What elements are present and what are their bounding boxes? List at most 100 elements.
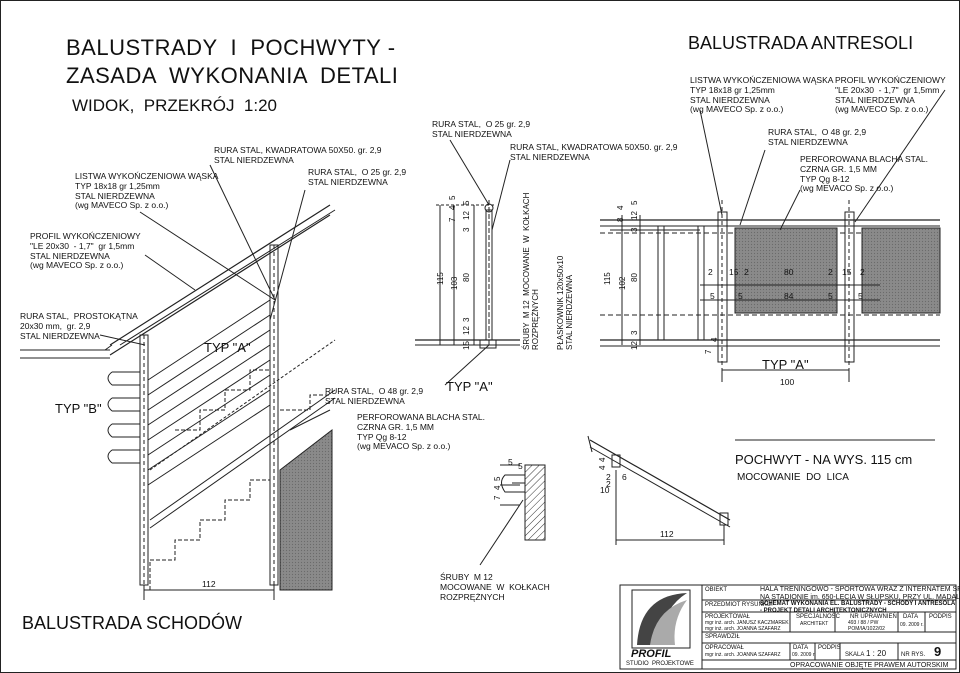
dim-p4: 4: [493, 485, 502, 490]
dim-12b-center: 12: [462, 211, 471, 220]
pochwyt-title: POCHWYT - NA WYS. 115 cm: [735, 452, 913, 467]
tb-nr-uprawnien-label: NR UPRAWNIEŃ: [850, 614, 897, 620]
dim-103: 103: [450, 276, 459, 290]
dim-80-center: 80: [462, 273, 471, 282]
label-rura-o25-a: RURA STAL, O 25 gr. 2,9 STAL NIERDZEWNA: [432, 119, 531, 139]
label-rura-o48-a: RURA STAL, O 48 gr. 2,9 STAL NIERDZEWNA: [325, 386, 424, 406]
tb-projektowal-label: PROJEKTOWAŁ: [705, 614, 751, 620]
dim-15-center: 15: [462, 341, 471, 350]
dim-12-center: 12: [462, 326, 471, 335]
label-listwa-right: LISTWA WYKOŃCZENIOWA WĄSKA TYP 18x18 gr …: [690, 75, 834, 115]
main-title-line2: ZASADA WYKONANIA DETALI: [66, 63, 399, 88]
dim-p5a: 5: [508, 457, 513, 467]
dim-r2d: 2: [860, 267, 865, 277]
tb-przedmiot-value: SCHEMAT WYKONANIA EL. BALUSTRADY - SCHOD…: [760, 601, 956, 614]
dim-q4a: 4: [598, 465, 607, 470]
dim-r84: 84: [784, 291, 794, 301]
dim-5b-center: 5: [462, 200, 471, 205]
dim-3-center: 3: [462, 317, 471, 322]
label-sruby-vertical: ŚRUBY M 12 MOCOWANE W KOŁKACH ROZPRĘŻNYC…: [522, 192, 540, 350]
tb-data-label: DATA: [903, 614, 919, 620]
label-perforowana-b: PERFOROWANA BLACHA STAL. CZRNA GR. 1,5 M…: [800, 154, 929, 194]
tb-data-value: 09. 2009 r.: [900, 622, 924, 628]
tb-opracowal-label: OPRACOWAŁ: [705, 645, 744, 651]
dim-r80: 80: [784, 267, 794, 277]
dim-5c-right: 5: [630, 200, 639, 205]
typ-b-label: TYP "B": [55, 401, 102, 416]
dim-8-right: 8: [616, 217, 625, 222]
dim-r7: 7: [704, 349, 713, 354]
tb-specjalnosc-value: ARCHITEKT: [800, 621, 829, 627]
label-profil-right: PROFIL WYKOŃCZENIOWY "LE 20x30 - 1,7" gr…: [835, 75, 946, 115]
dim-r100: 100: [780, 377, 795, 387]
tb-sprawdzil-label: SPRAWDZIŁ: [705, 634, 740, 640]
dim-r5c: 5: [828, 291, 833, 301]
tb-specjalnosc-label: SPECJALNOŚĆ: [796, 614, 841, 620]
label-profil-left: PROFIL WYKOŃCZENIOWY "LE 20x30 - 1,7" gr…: [30, 231, 141, 271]
mocowanie-label: MOCOWANIE DO LICA: [737, 472, 849, 483]
tb-copyright: OPRACOWANIE OBJĘTE PRAWEM AUTORSKIM: [790, 662, 949, 669]
dim-5-center: 5: [448, 195, 457, 200]
tb-data2-value: 09. 2009 r.: [792, 652, 816, 658]
dim-p7: 7: [493, 495, 502, 500]
dim-r5d: 5: [858, 291, 863, 301]
profil-logo-icon: [631, 589, 691, 649]
dim-r15b: 15: [842, 267, 852, 277]
label-rura-kwadratowa-2: RURA STAL, KWADRATOWA 50X50. gr. 2,9 STA…: [510, 142, 678, 162]
dim-r5b: 5: [738, 291, 743, 301]
label-plaskownik-vertical: PŁASKOWNIK 120x50x10 STAL NIERDZEWNA: [556, 255, 574, 350]
main-title-line1: BALUSTRADY I POCHWYTY -: [66, 35, 396, 60]
label-perforowana-a: PERFOROWANA BLACHA STAL. CZRNA GR. 1,5 M…: [357, 412, 486, 452]
dim-r2c: 2: [828, 267, 833, 277]
tb-data2-label: DATA: [793, 645, 809, 651]
tb-podpis2-label: PODPIS: [818, 645, 841, 651]
antresola-title: BALUSTRADA ANTRESOLI: [688, 33, 914, 53]
dim-115-right: 115: [603, 272, 612, 285]
label-listwa-left: LISTWA WYKOŃCZENIOWA WĄSKA TYP 18x18 gr …: [75, 171, 219, 211]
dim-r5a: 5: [710, 291, 715, 301]
tb-obiekt-value: HALA TRENINGOWO - SPORTOWA WRAZ Z INTERN…: [760, 586, 960, 601]
dim-r15a: 15: [729, 267, 739, 277]
label-sruby-bottom: ŚRUBY M 12 MOCOWANE W KOŁKACH ROZPRĘŻNYC…: [440, 572, 550, 602]
dim-q6: 6: [622, 472, 627, 482]
dim-r2b: 2: [744, 267, 749, 277]
dim-r4: 4: [710, 337, 719, 342]
tb-nr-rys-label: NR RYS.: [901, 652, 926, 658]
tb-obiekt-label: OBIEKT: [705, 587, 728, 593]
tb-skala-value: 1 : 20: [866, 649, 887, 658]
dim-q2b: 2: [606, 479, 611, 489]
label-rura-prostokatna: RURA STAL, PROSTOKĄTNA 20x30 mm, gr. 2,9…: [20, 311, 138, 341]
logo-text: PROFIL: [631, 648, 672, 660]
dim-q2a: 2: [606, 472, 611, 482]
dim-q10: 10: [600, 485, 610, 495]
dim-7-center: 7: [448, 217, 457, 222]
typ-a-label-3: TYP "A": [762, 357, 809, 372]
tb-nr-rys-value: 9: [934, 644, 942, 659]
dim-102: 102: [618, 276, 627, 290]
dim-112-right: 112: [660, 529, 674, 539]
tb-podpis-label: PODPIS: [929, 614, 952, 620]
typ-a-label-1: TYP "A": [204, 340, 251, 355]
tb-skala-label: SKALA: [845, 652, 865, 658]
label-rura-o25-b: RURA STAL, O 25 gr. 2,9 STAL NIERDZEWNA: [308, 167, 407, 187]
typ-a-label-2: TYP "A": [446, 379, 493, 394]
label-rura-kwadratowa-1: RURA STAL, KWADRATOWA 50X50. gr. 2,9 STA…: [214, 145, 382, 165]
schody-title: BALUSTRADA SCHODÓW: [22, 613, 243, 633]
dim-12-right: 12: [630, 341, 639, 350]
tb-projektowal-value: mgr inż. arch. JANUSZ KACZMAREK mgr inż.…: [705, 620, 789, 632]
dim-12d-right: 12: [630, 211, 639, 220]
dim-p5c: 5: [493, 476, 502, 481]
dim-q4b: 4: [598, 457, 607, 462]
label-rura-o48-b: RURA STAL, O 48 gr. 2,9 STAL NIERDZEWNA: [768, 127, 867, 147]
subtitle: WIDOK, PRZEKRÓJ 1:20: [72, 96, 277, 115]
tb-przedmiot-label: PRZEDMIOT RYSUNKU:: [705, 602, 773, 608]
dim-115-center: 115: [436, 272, 445, 285]
tb-opracowal-value: mgr inż. arch. JOANNA SZAFARZ: [705, 652, 781, 658]
dim-4-right: 4: [616, 205, 625, 210]
dim-80-right: 80: [630, 273, 639, 282]
dim-p5b: 5: [518, 461, 523, 471]
dim-r2a: 2: [708, 267, 713, 277]
dim-112-left: 112: [202, 579, 216, 589]
dim-3d-right: 3: [630, 227, 639, 232]
